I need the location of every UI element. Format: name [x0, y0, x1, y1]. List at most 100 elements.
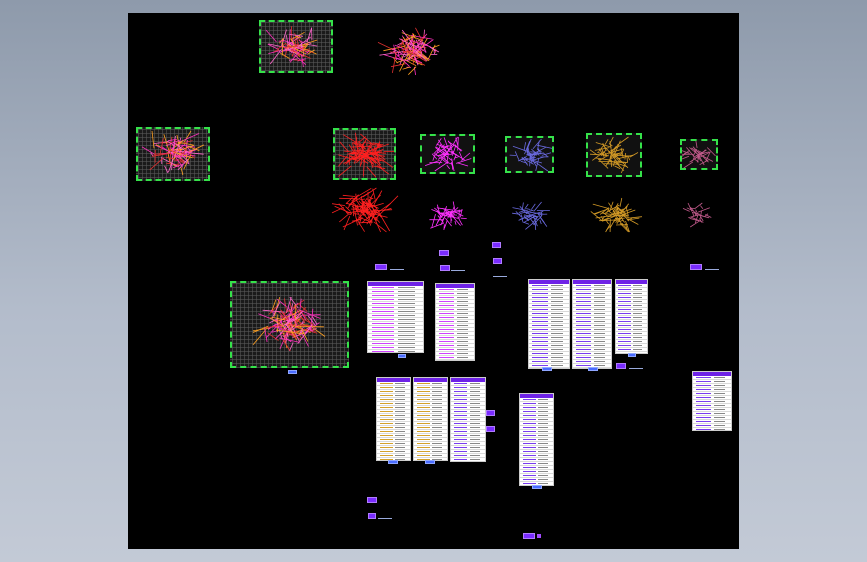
data-table-10[interactable] [692, 371, 732, 431]
fracture-line [689, 220, 700, 228]
fracture-line [618, 219, 624, 223]
fracture-line [276, 298, 287, 308]
data-table-1[interactable] [367, 281, 424, 353]
fracture-line [532, 138, 542, 150]
table-row [368, 290, 423, 294]
fracture-line [391, 48, 396, 51]
fracture-cluster-orange-free [590, 197, 643, 233]
annotation-tag[interactable] [616, 363, 626, 369]
data-table-9[interactable] [519, 393, 554, 486]
table-row [529, 292, 569, 296]
table-row [377, 446, 410, 450]
table-row [436, 328, 474, 332]
fracture-line [431, 213, 436, 228]
fracture-line [359, 198, 366, 201]
annotation-tag[interactable] [690, 264, 702, 270]
table-row [436, 348, 474, 352]
data-table-8[interactable] [450, 377, 486, 462]
annotation-sketch [629, 362, 643, 369]
fracture-line [454, 156, 459, 159]
table-row [377, 394, 410, 398]
fracture-line [442, 208, 456, 215]
annotation-tag[interactable] [439, 250, 449, 256]
data-table-5[interactable] [615, 279, 648, 354]
table-row [436, 332, 474, 336]
fracture-line [512, 212, 521, 215]
table-row [414, 418, 447, 422]
fracture-line [542, 152, 548, 157]
drawing-frame-magenta[interactable] [420, 134, 475, 174]
fracture-line [601, 217, 609, 222]
fracture-line [343, 134, 362, 146]
cad-drawing-canvas[interactable] [128, 13, 739, 549]
fracture-line [526, 138, 532, 150]
annotation-sketch [378, 512, 392, 519]
table-row [368, 346, 423, 350]
fracture-line [368, 199, 374, 208]
fracture-cluster-blue-frame [509, 138, 553, 172]
annotation-tag[interactable] [523, 533, 535, 539]
annotation-tag[interactable] [368, 513, 376, 519]
fracture-line [692, 157, 699, 163]
fracture-line [311, 316, 318, 325]
fracture-line [455, 158, 472, 164]
data-table-4[interactable] [572, 279, 612, 369]
table-row [451, 414, 485, 418]
table-row [377, 418, 410, 422]
fracture-line [159, 138, 164, 156]
fracture-line [290, 31, 305, 41]
fracture-cluster-red-free [331, 187, 399, 233]
fracture-line [439, 212, 443, 218]
fracture-line [526, 154, 533, 157]
fracture-line [355, 152, 363, 159]
fracture-line [165, 140, 180, 147]
fracture-line [393, 57, 398, 64]
fracture-cluster-pink-free [682, 202, 712, 228]
frame-caption [288, 370, 297, 374]
fracture-line [289, 47, 304, 63]
annotation-tag[interactable] [440, 265, 450, 271]
fracture-line [699, 210, 702, 219]
annotation-tag[interactable] [375, 264, 387, 270]
data-table-3[interactable] [528, 279, 570, 369]
fracture-line [435, 146, 447, 154]
fracture-line [141, 146, 156, 156]
fracture-line [289, 50, 297, 55]
annotation-tag[interactable] [367, 497, 377, 503]
fracture-cluster-top-grid [265, 26, 318, 68]
table-row [368, 334, 423, 338]
fracture-line [364, 208, 372, 216]
table-row [573, 344, 611, 348]
fracture-line [443, 224, 445, 231]
fracture-line [262, 309, 285, 313]
table-row [573, 356, 611, 360]
data-table-7[interactable] [413, 377, 448, 461]
fracture-line [454, 220, 457, 225]
table-row [451, 382, 485, 386]
fracture-line [525, 157, 533, 161]
table-row [573, 360, 611, 364]
fracture-line [355, 205, 370, 221]
annotation-tag[interactable] [493, 258, 502, 264]
table-row [451, 402, 485, 406]
table-header [573, 280, 611, 284]
data-table-2[interactable] [435, 283, 475, 361]
data-table-6[interactable] [376, 377, 411, 461]
fracture-line [541, 152, 552, 156]
fracture-line [407, 50, 427, 62]
fracture-line [531, 148, 538, 155]
fracture-line [360, 161, 362, 165]
fracture-line [683, 161, 694, 169]
table-row [520, 434, 553, 438]
annotation-tag[interactable] [486, 410, 495, 416]
annotation-tag[interactable] [486, 426, 495, 432]
fracture-line [367, 142, 382, 147]
fracture-cluster-top-free [377, 27, 440, 76]
fracture-line [172, 141, 188, 153]
annotation-tag[interactable] [492, 242, 501, 248]
fracture-line [625, 206, 629, 217]
table-row [529, 296, 569, 300]
fracture-line [345, 206, 351, 212]
fracture-line [282, 339, 291, 352]
fracture-line [286, 36, 301, 47]
